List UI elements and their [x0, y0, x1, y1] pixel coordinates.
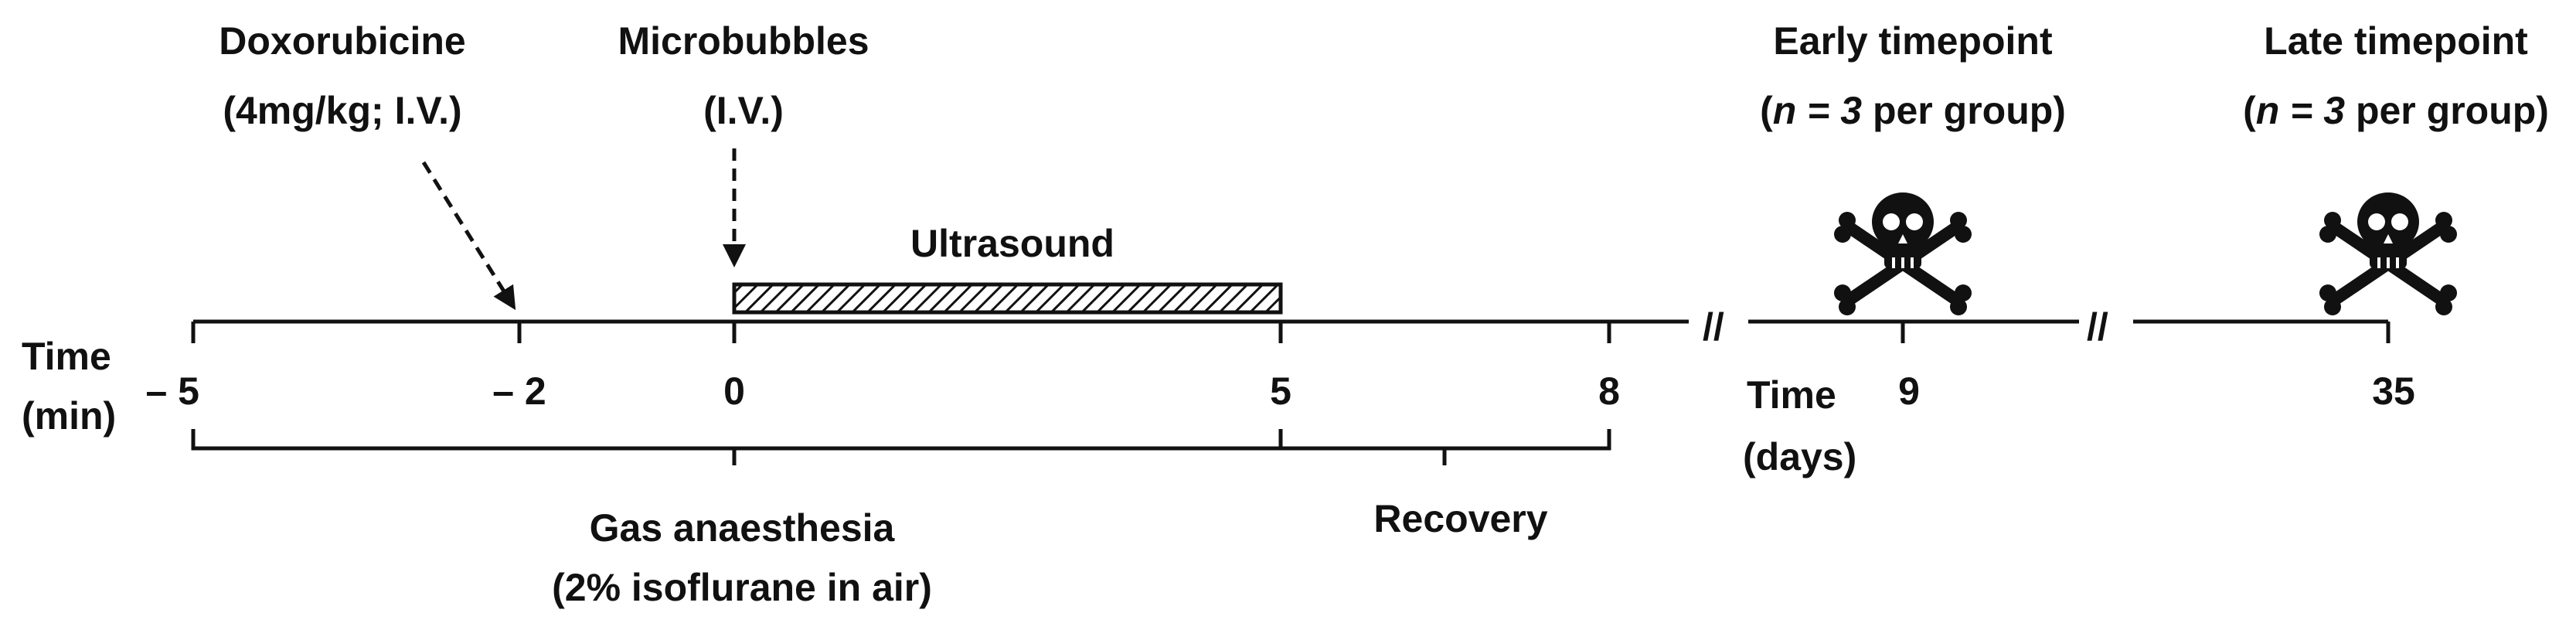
tick-label-days: 9	[1898, 369, 1920, 413]
early-group-size-label: (n = 3 per group)	[1760, 89, 2066, 132]
time-days-axis-unit: (days)	[1743, 435, 1856, 478]
doxorubicine-arrow	[421, 161, 516, 311]
time-days-axis-title: Time	[1747, 373, 1836, 417]
ultrasound-bar	[732, 282, 1283, 315]
tick-label-days: 35	[2372, 369, 2415, 413]
early-timepoint-label: Early timepoint	[1773, 19, 2053, 63]
timeline-days	[1748, 319, 2391, 343]
tick-label-min: 5	[1270, 369, 1291, 413]
axis-break-mark: //	[1703, 305, 1724, 349]
time-min-axis-title: Time	[22, 335, 111, 378]
late-group-size-label: (n = 3 per group)	[2243, 89, 2549, 132]
tick-label-min: 0	[723, 369, 745, 413]
recovery-label: Recovery	[1373, 497, 1547, 540]
timeline-minutes	[191, 319, 1689, 343]
tick-label-min: – 5	[145, 369, 199, 413]
doxorubicine-label: Doxorubicine	[219, 19, 465, 63]
anaesthesia-brace	[191, 429, 1283, 465]
ultrasound-label: Ultrasound	[910, 222, 1114, 265]
axis-break-mark: //	[2087, 305, 2108, 349]
skull-crossbones-icon	[2319, 192, 2457, 315]
tick-label-min: – 2	[492, 369, 546, 413]
recovery-brace	[1278, 429, 1611, 465]
tick-label-min: 8	[1598, 369, 1620, 413]
isoflurane-label: (2% isoflurane in air)	[552, 566, 932, 609]
late-timepoint-label: Late timepoint	[2264, 19, 2528, 63]
doxorubicine-dose-label: (4mg/kg; I.V.)	[223, 89, 461, 132]
microbubbles-route-label: (I.V.)	[703, 89, 784, 132]
time-min-axis-unit: (min)	[22, 394, 116, 438]
gas-anaesthesia-label: Gas anaesthesia	[590, 506, 896, 550]
microbubbles-label: Microbubbles	[618, 19, 869, 63]
skull-crossbones-icon	[1834, 192, 1972, 315]
